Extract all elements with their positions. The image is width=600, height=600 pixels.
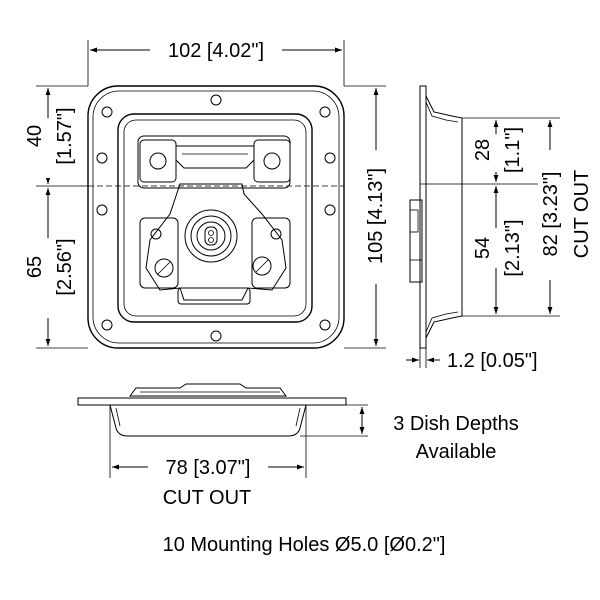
catch-hook (175, 145, 255, 169)
overall-height-label: 105 [4.13"] (365, 168, 387, 264)
flange-inner-edge (92, 90, 340, 344)
upper-cutout-label: 28 (472, 139, 494, 161)
latch-left-panel (139, 217, 179, 289)
side-cutout-text: CUT OUT (571, 170, 593, 259)
upper-height-inch-label: [1.57"] (54, 107, 76, 164)
mounting-hole (319, 106, 331, 118)
mounting-hole (101, 106, 113, 118)
latch-right-panel (251, 217, 291, 289)
rivet (270, 228, 282, 240)
flange-outline (87, 85, 345, 349)
mounting-hole (101, 319, 113, 331)
catch-housing (137, 135, 291, 189)
lock-cylinder-outer (184, 209, 238, 263)
catch-left-screw (149, 152, 167, 170)
mounting-hole (96, 152, 108, 164)
mounting-holes-note: 10 Mounting Holes Ø5.0 [Ø0.2"] (163, 534, 446, 556)
top-view: 102 [4.02"] 40 [1.57"] 65 [2.56"] 105 [4… (24, 40, 390, 349)
lower-height-label: 65 (24, 256, 46, 278)
mounting-hole (96, 204, 108, 216)
thickness-label: 1.2 [0.05"] (447, 350, 538, 372)
lock-cylinder-core (196, 221, 226, 251)
side-flange-plate (419, 85, 427, 349)
upper-cutout-inch-label: [1.1"] (502, 127, 524, 173)
mounting-hole (324, 204, 336, 216)
lock-cylinder-ring (190, 215, 232, 257)
bottom-dish (109, 404, 307, 437)
side-view: 28 [1.1"] 54 [2.13"] 82 [3.23"] CUT OUT … (406, 85, 593, 372)
mounting-holes (96, 94, 336, 342)
width-label: 102 [4.02"] (168, 40, 264, 62)
side-latch-protrusion (409, 199, 423, 283)
dish-inner-edge (123, 119, 307, 317)
catch-left-pad (139, 139, 177, 183)
catch-right-screw (263, 152, 281, 170)
bottom-view: 3 Dish Depths Available 78 [3.07"] CUT O… (77, 383, 519, 509)
mounting-hole (210, 94, 222, 106)
bottom-flange (77, 397, 347, 406)
depth-note-line2: Available (416, 441, 497, 463)
lower-cutout-label: 54 (472, 237, 494, 259)
keyhole-icon (204, 226, 218, 246)
depth-note-line1: 3 Dish Depths (393, 413, 519, 435)
lower-cutout-inch-label: [2.13"] (502, 219, 524, 276)
latch-handle (177, 287, 251, 305)
rivet (150, 228, 162, 240)
latch-body (145, 183, 287, 301)
mounting-hole (210, 330, 222, 342)
dish-outline (117, 113, 313, 323)
pivot-screw-right (252, 256, 272, 276)
mounting-hole (324, 152, 336, 164)
lower-height-inch-label: [2.56"] (54, 238, 76, 295)
cutout-height-label: 82 [3.23"] (540, 172, 562, 257)
catch-right-pad (253, 139, 291, 183)
upper-height-label: 40 (24, 125, 46, 147)
cutout-width-label: 78 [3.07"] (166, 457, 251, 479)
pivot-screw-left (154, 258, 174, 278)
bottom-cutout-text: CUT OUT (163, 487, 252, 509)
mounting-hole (319, 319, 331, 331)
bottom-latch-outline (129, 383, 287, 397)
side-dish-profile (425, 95, 463, 339)
